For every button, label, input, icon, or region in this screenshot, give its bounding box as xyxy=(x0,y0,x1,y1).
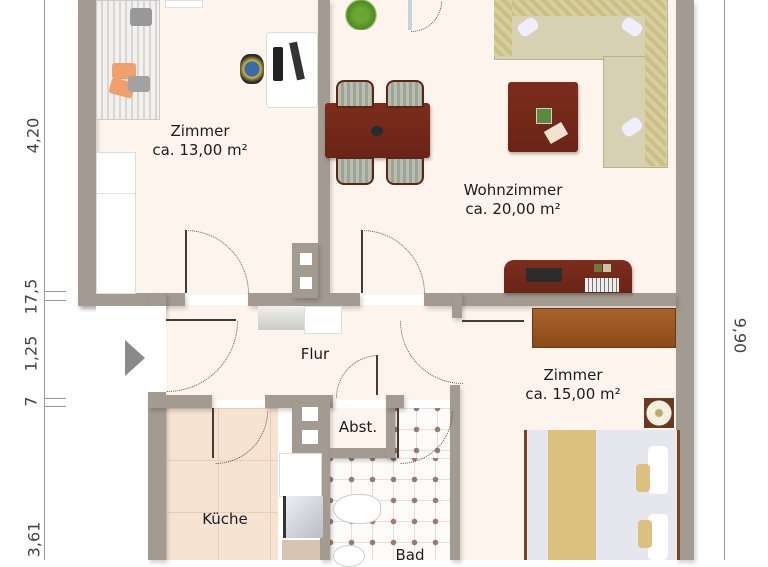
door-bad[interactable] xyxy=(397,408,399,458)
coffee-table-plant xyxy=(536,108,552,124)
door-entrance[interactable] xyxy=(166,319,236,321)
dim-tick xyxy=(44,291,66,292)
shaft-hole xyxy=(302,430,318,444)
speaker xyxy=(603,264,611,272)
dimension-label-1-25: 1,25 xyxy=(21,335,41,372)
window-door xyxy=(408,0,412,30)
plant xyxy=(343,0,379,30)
room-label-kueche: Küche xyxy=(180,510,270,529)
bed-blanket xyxy=(548,430,596,560)
wall-h-right-stub xyxy=(452,293,462,318)
sofa-arm xyxy=(494,0,512,56)
dimension-label-3-61: 3,61 xyxy=(24,521,44,558)
wardrobe xyxy=(96,152,136,294)
toilet xyxy=(333,494,381,524)
dimension-label-4-20: 4,20 xyxy=(23,117,43,154)
entrance-arrow-icon[interactable] xyxy=(125,340,145,376)
bed-pillow xyxy=(648,514,668,560)
sofa-backrest xyxy=(494,0,666,16)
media-items xyxy=(585,278,619,292)
desk-chair xyxy=(240,54,264,84)
wall-h-left xyxy=(78,293,185,306)
wall-lower-left xyxy=(148,392,166,560)
wall-lower-h3 xyxy=(386,395,404,408)
wall-h-mid xyxy=(248,293,360,306)
room-name: Flur xyxy=(300,345,330,363)
speaker xyxy=(594,264,602,272)
counter xyxy=(282,540,320,560)
dimension-label-9-90: 9,90 xyxy=(730,317,750,354)
nightstand-lamp xyxy=(644,398,674,428)
shaft-hole xyxy=(300,277,312,289)
door-kueche[interactable] xyxy=(212,408,214,458)
keyboard xyxy=(273,47,283,81)
room-area: ca. 20,00 m² xyxy=(465,200,561,218)
wall-zimmer-wohn xyxy=(318,0,330,295)
wall-kueche-bad xyxy=(320,458,330,560)
nightstand xyxy=(165,0,203,8)
wall-h-right xyxy=(424,293,676,306)
bed-cushion xyxy=(638,520,652,548)
fridge xyxy=(279,453,322,497)
room-label-flur: Flur xyxy=(280,345,350,364)
dining-chair xyxy=(336,157,374,185)
room-label-zimmer-2: Zimmer ca. 15,00 m² xyxy=(508,366,638,404)
bed-pillow xyxy=(648,446,668,494)
right-dimension-line xyxy=(724,0,725,560)
dim-tick xyxy=(44,398,66,399)
tv xyxy=(526,268,562,282)
room-label-wohnzimmer: Wohnzimmer ca. 20,00 m² xyxy=(448,181,578,219)
left-dimension-line xyxy=(44,0,45,560)
bed-cushion xyxy=(636,464,650,492)
shaft-upper xyxy=(292,243,318,298)
sofa-backrest xyxy=(645,0,666,166)
pillow-orange xyxy=(112,63,136,79)
room-name: Bad xyxy=(395,546,425,564)
dim-tick xyxy=(44,300,66,301)
shaft-hole xyxy=(302,407,318,421)
dimension-label-7: 7 xyxy=(21,396,41,407)
dining-chair xyxy=(386,157,424,185)
room-area: ca. 15,00 m² xyxy=(525,385,621,403)
dim-tick xyxy=(44,406,66,407)
dining-chair xyxy=(386,80,424,108)
room-name: Zimmer xyxy=(170,122,230,140)
room-name: Wohnzimmer xyxy=(463,181,563,199)
room-label-abst: Abst. xyxy=(330,418,386,437)
table-decoration xyxy=(371,126,383,136)
room-name: Küche xyxy=(202,510,248,528)
coat-rack xyxy=(258,306,304,330)
wall-left-outer xyxy=(78,0,96,306)
pillow xyxy=(130,8,152,26)
wall-right-outer xyxy=(676,0,694,560)
room-name: Abst. xyxy=(338,418,378,436)
dimension-label-17-5: 17,5 xyxy=(21,278,41,315)
room-area: ca. 13,00 m² xyxy=(152,141,248,159)
wall-lower-h1 xyxy=(148,395,212,408)
wardrobe-wood xyxy=(532,308,676,348)
wall-bad-zimmer xyxy=(450,385,460,560)
wall-abst-right xyxy=(386,395,395,458)
door-zimmer-2[interactable] xyxy=(462,320,524,322)
shaft-hole xyxy=(300,253,312,265)
wall-abst-bottom xyxy=(330,448,395,458)
pillow xyxy=(128,76,150,92)
stove xyxy=(283,496,323,538)
dining-chair xyxy=(336,80,374,108)
room-label-zimmer-1: Zimmer ca. 13,00 m² xyxy=(135,122,265,160)
room-label-bad: Bad xyxy=(380,546,440,565)
room-name: Zimmer xyxy=(543,366,603,384)
washbasin xyxy=(333,545,365,567)
shoe-cabinet xyxy=(304,306,342,334)
